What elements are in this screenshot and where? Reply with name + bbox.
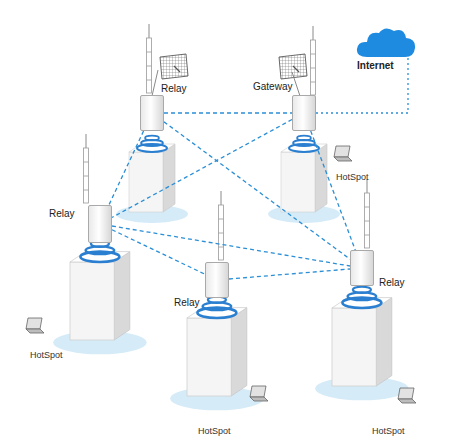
node-label: Internet xyxy=(357,60,394,72)
hotspot-label: HotSpot xyxy=(198,426,231,437)
hotspot-label: HotSpot xyxy=(372,426,405,437)
wireless-link xyxy=(164,112,292,113)
internet-cloud: Internet xyxy=(355,26,417,58)
radio-unit: Relay xyxy=(88,205,112,243)
radio-unit: Relay xyxy=(205,262,229,298)
wireless-link xyxy=(311,131,356,250)
wireless-link xyxy=(112,226,350,266)
wireless-link xyxy=(112,230,205,275)
hotspot-label: HotSpot xyxy=(336,172,369,183)
cloud-shape xyxy=(355,26,417,58)
laptop xyxy=(26,146,416,403)
radio-unit: Gateway xyxy=(292,95,316,131)
pillar xyxy=(53,241,147,355)
pillar xyxy=(170,297,264,411)
node-label: Relay xyxy=(161,83,187,95)
pillar xyxy=(116,136,188,223)
grid-dish xyxy=(152,54,307,96)
wireless-link xyxy=(109,131,144,205)
wireless-link xyxy=(164,122,350,259)
pillar xyxy=(315,287,409,401)
radio-unit: Relay xyxy=(350,250,374,286)
node-label: Gateway xyxy=(253,81,292,93)
wireless-link xyxy=(229,269,350,279)
hotspot-label: HotSpot xyxy=(30,350,63,361)
wireless-link xyxy=(112,120,292,218)
node-label: Relay xyxy=(379,277,405,289)
radio-unit: Relay xyxy=(140,95,164,131)
node-label: Relay xyxy=(49,208,75,220)
omni-antenna xyxy=(84,24,370,260)
internet-link xyxy=(316,56,408,113)
node-label: Relay xyxy=(174,297,200,309)
